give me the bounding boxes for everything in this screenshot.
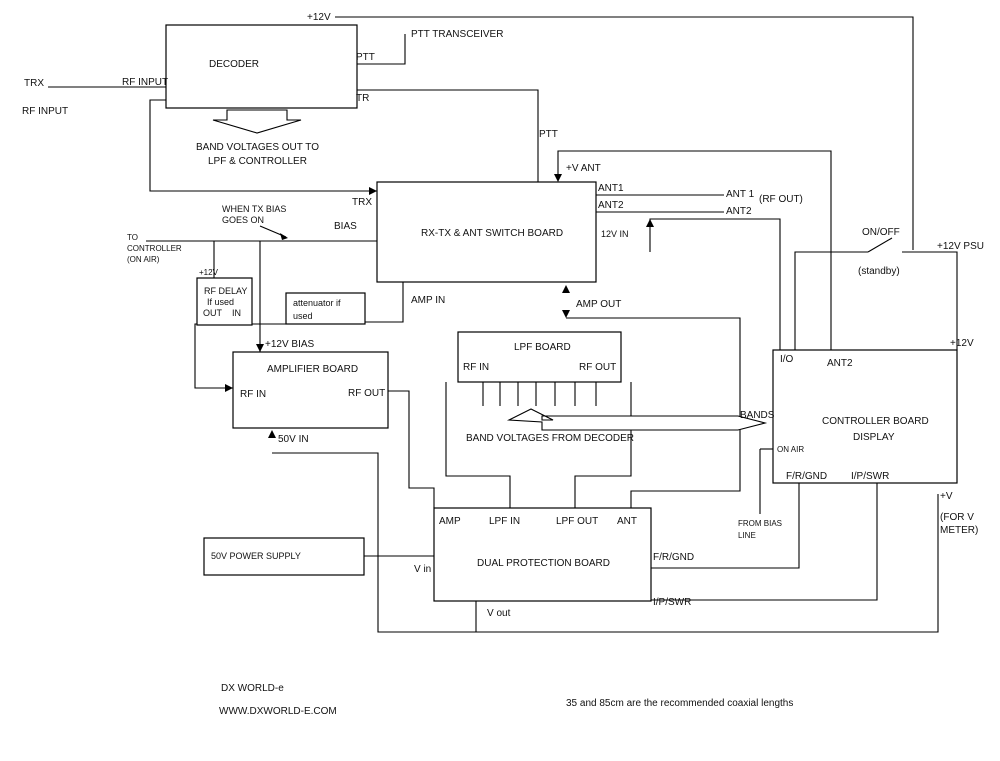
- wiring: [48, 16, 958, 633]
- switch-board-box: [376, 181, 597, 283]
- dual-protection-title: DUAL PROTECTION BOARD: [477, 558, 610, 569]
- amp-out-label: AMP OUT: [576, 299, 621, 310]
- band-voltages-out-arrow: [212, 109, 302, 134]
- plus12v-top-label: +12V: [307, 12, 331, 23]
- controller-title-1: CONTROLLER BOARD: [822, 416, 929, 427]
- ant-1-out-label: ANT 1: [726, 189, 755, 200]
- v-in-label: V in: [414, 564, 431, 575]
- ptt-transceiver-label: PTT TRANSCEIVER: [411, 29, 503, 40]
- ipswr-ctrl-label: I/P/SWR: [851, 471, 889, 482]
- decoder-title: DECODER: [209, 59, 259, 70]
- decoder-box: [165, 24, 358, 109]
- dp-lpf-in-label: LPF IN: [489, 516, 520, 527]
- v12-in-label: 12V IN: [601, 229, 629, 239]
- lpf-rf-out-label: RF OUT: [579, 362, 616, 373]
- rf-out-note: (RF OUT): [759, 194, 803, 205]
- v-out-label: V out: [487, 608, 511, 619]
- dxworld-label: DX WORLD-e: [221, 683, 284, 694]
- dp-ant-label: ANT: [617, 516, 637, 527]
- website-label: WWW.DXWORLD-E.COM: [219, 706, 337, 717]
- dp-lpf-out-label: LPF OUT: [556, 516, 598, 527]
- standby-label: (standby): [858, 266, 900, 277]
- to-controller-label-2: CONTROLLER: [127, 244, 182, 253]
- psu-50v-box: [203, 537, 365, 576]
- plus12v-delay-label: +12V: [199, 268, 219, 277]
- from-bias-label-1: FROM BIAS: [738, 519, 782, 528]
- ptt-label: PTT: [356, 52, 375, 63]
- coax-note: 35 and 85cm are the recommended coaxial …: [566, 698, 793, 709]
- on-air-label: ON AIR: [777, 445, 804, 454]
- for-v-label-1: (FOR V: [940, 512, 974, 523]
- rf-delay-in-label: IN: [232, 308, 241, 318]
- rf-delay-label-1: RF DELAY: [204, 286, 247, 296]
- amp-rf-in-label: RF IN: [240, 389, 266, 400]
- plus-v-label: +V: [940, 491, 953, 502]
- rf-input-label: RF INPUT: [22, 106, 68, 117]
- plus-v-ant-label: +V ANT: [566, 163, 601, 174]
- on-off-label: ON/OFF: [862, 227, 900, 238]
- tr-label: TR: [356, 93, 369, 104]
- bias-label: BIAS: [334, 221, 357, 232]
- band-voltages-from-label: BAND VOLTAGES FROM DECODER: [466, 433, 634, 444]
- rf-delay-label-2: If used: [207, 297, 234, 307]
- lpf-rf-in-label: RF IN: [463, 362, 489, 373]
- rf-delay-out-label: OUT: [203, 308, 223, 318]
- ant1-label: ANT1: [598, 183, 624, 194]
- switch-trx-label: TRX: [352, 197, 372, 208]
- v50-in-label: 50V IN: [278, 434, 309, 445]
- ant2-ctrl-label: ANT2: [827, 358, 853, 369]
- ptt-mid-label: PTT: [539, 129, 558, 140]
- rf-delay-box: [196, 277, 253, 326]
- psu50-title: 50V POWER SUPPLY: [211, 551, 301, 561]
- band-voltages-out-label-1: BAND VOLTAGES OUT TO: [196, 142, 319, 153]
- to-controller-label-3: (ON AIR): [127, 255, 160, 264]
- plus12v-ctrl-label: +12V: [950, 338, 974, 349]
- io-label: I/O: [780, 354, 794, 365]
- attenuator-label-2: used: [293, 311, 313, 321]
- dual-protection-box: [433, 507, 652, 602]
- lpf-board-box: [457, 331, 622, 383]
- amplifier-board-box: [232, 351, 389, 429]
- amp-rf-out-label: RF OUT: [348, 388, 385, 399]
- band-voltages-out-label-2: LPF & CONTROLLER: [208, 156, 307, 167]
- amplifier-board-title: AMPLIFIER BOARD: [267, 364, 358, 375]
- when-tx-label-2: GOES ON: [222, 215, 264, 225]
- controller-board-box: [772, 349, 958, 484]
- arrowheads: [225, 174, 893, 438]
- amp-in-label: AMP IN: [411, 295, 445, 306]
- ipswr-dp-label: I/P/SWR: [653, 597, 691, 608]
- for-v-label-2: METER): [940, 525, 978, 536]
- ant2-out-label: ANT2: [726, 206, 752, 217]
- attenuator-label-1: attenuator if: [293, 298, 341, 308]
- decoder-rf-input-label: RF INPUT: [122, 77, 168, 88]
- switch-board-title: RX-TX & ANT SWITCH BOARD: [421, 228, 563, 239]
- ant2-label: ANT2: [598, 200, 624, 211]
- plus12v-bias-label: +12V BIAS: [265, 339, 315, 350]
- band-voltages-arrow: [506, 408, 768, 431]
- controller-title-2: DISPLAY: [853, 432, 895, 443]
- plus12v-psu-label: +12V PSU: [937, 241, 984, 252]
- bands-label: BANDS: [740, 410, 775, 421]
- trx-label: TRX: [24, 78, 44, 89]
- when-tx-label-1: WHEN TX BIAS: [222, 204, 286, 214]
- dp-amp-label: AMP: [439, 516, 461, 527]
- frgnd-ctrl-label: F/R/GND: [786, 471, 827, 482]
- frgnd-dp-label: F/R/GND: [653, 552, 694, 563]
- lpf-board-title: LPF BOARD: [514, 342, 571, 353]
- lpf-band-lines: [482, 382, 597, 406]
- to-controller-label-1: TO: [127, 233, 138, 242]
- attenuator-box: [285, 292, 366, 325]
- diagram-labels: TRX RF INPUT RF INPUT DECODER PTT PTT TR…: [22, 12, 984, 717]
- from-bias-label-2: LINE: [738, 531, 756, 540]
